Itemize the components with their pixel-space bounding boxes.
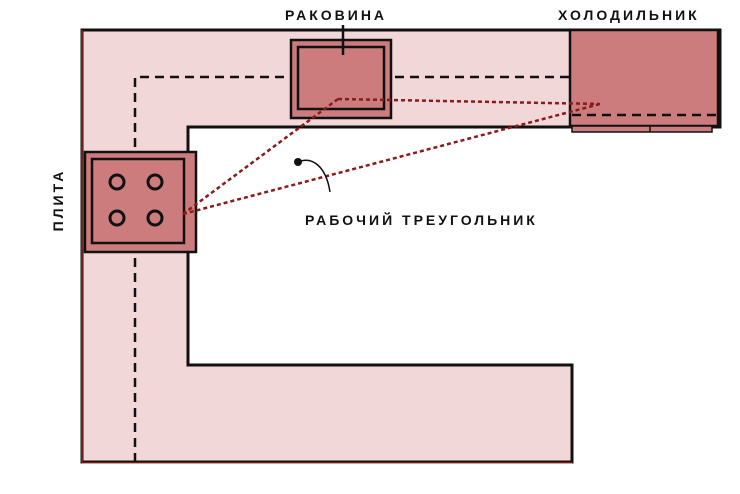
annotation-leader <box>297 159 331 193</box>
fridge-label: ХОЛОДИЛЬНИК <box>558 7 700 23</box>
burner-icon <box>108 173 126 191</box>
work-triangle <box>182 97 601 216</box>
fridge-body <box>568 28 720 128</box>
burner-icon <box>146 209 164 227</box>
burner-icon <box>146 173 164 191</box>
stove-inner <box>90 157 186 245</box>
work-triangle-label: РАБОЧИЙ ТРЕУГОЛЬНИК <box>305 212 538 228</box>
fridge-base <box>571 125 713 133</box>
stove-label: ПЛИТА <box>50 168 66 232</box>
countertop-centerline <box>133 75 570 462</box>
triangle-stove-fridge <box>182 102 601 216</box>
triangle-sink-fridge <box>337 97 601 106</box>
burner-icon <box>108 209 126 227</box>
sink-label: РАКОВИНА <box>285 7 388 23</box>
